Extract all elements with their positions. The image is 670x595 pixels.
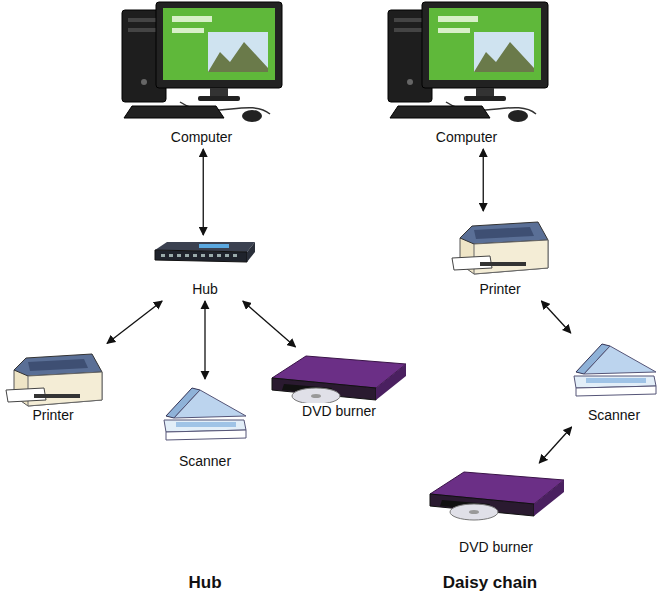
connection-arrow bbox=[204, 301, 205, 379]
device-node: Computer bbox=[383, 0, 550, 146]
device-label: Computer bbox=[169, 129, 234, 146]
device-label: DVD burner bbox=[457, 539, 535, 556]
connection-arrow bbox=[541, 301, 570, 333]
device-label: Printer bbox=[477, 281, 522, 298]
device-label: Computer bbox=[434, 129, 499, 146]
device-node: Hub bbox=[150, 238, 260, 298]
device-node: Computer bbox=[118, 0, 285, 146]
device-label: Scanner bbox=[177, 453, 233, 470]
device-label: DVD burner bbox=[300, 403, 378, 420]
device-label: Printer bbox=[30, 407, 75, 424]
connection-arrow bbox=[483, 149, 484, 211]
device-node: Printer bbox=[446, 214, 554, 298]
connection-arrow bbox=[243, 301, 296, 347]
topology-title: Hub bbox=[188, 573, 221, 593]
connection-arrow bbox=[107, 301, 162, 343]
device-node: DVD burner bbox=[426, 466, 566, 556]
device-node: Printer bbox=[2, 346, 104, 424]
connection-arrow bbox=[539, 427, 571, 463]
device-node: Scanner bbox=[158, 382, 252, 470]
device-label: Hub bbox=[190, 281, 220, 298]
device-node: DVD burner bbox=[268, 350, 410, 420]
device-label: Scanner bbox=[586, 407, 642, 424]
topology-title: Daisy chain bbox=[443, 573, 538, 593]
connection-arrow bbox=[203, 149, 204, 235]
device-node: Scanner bbox=[566, 336, 662, 424]
